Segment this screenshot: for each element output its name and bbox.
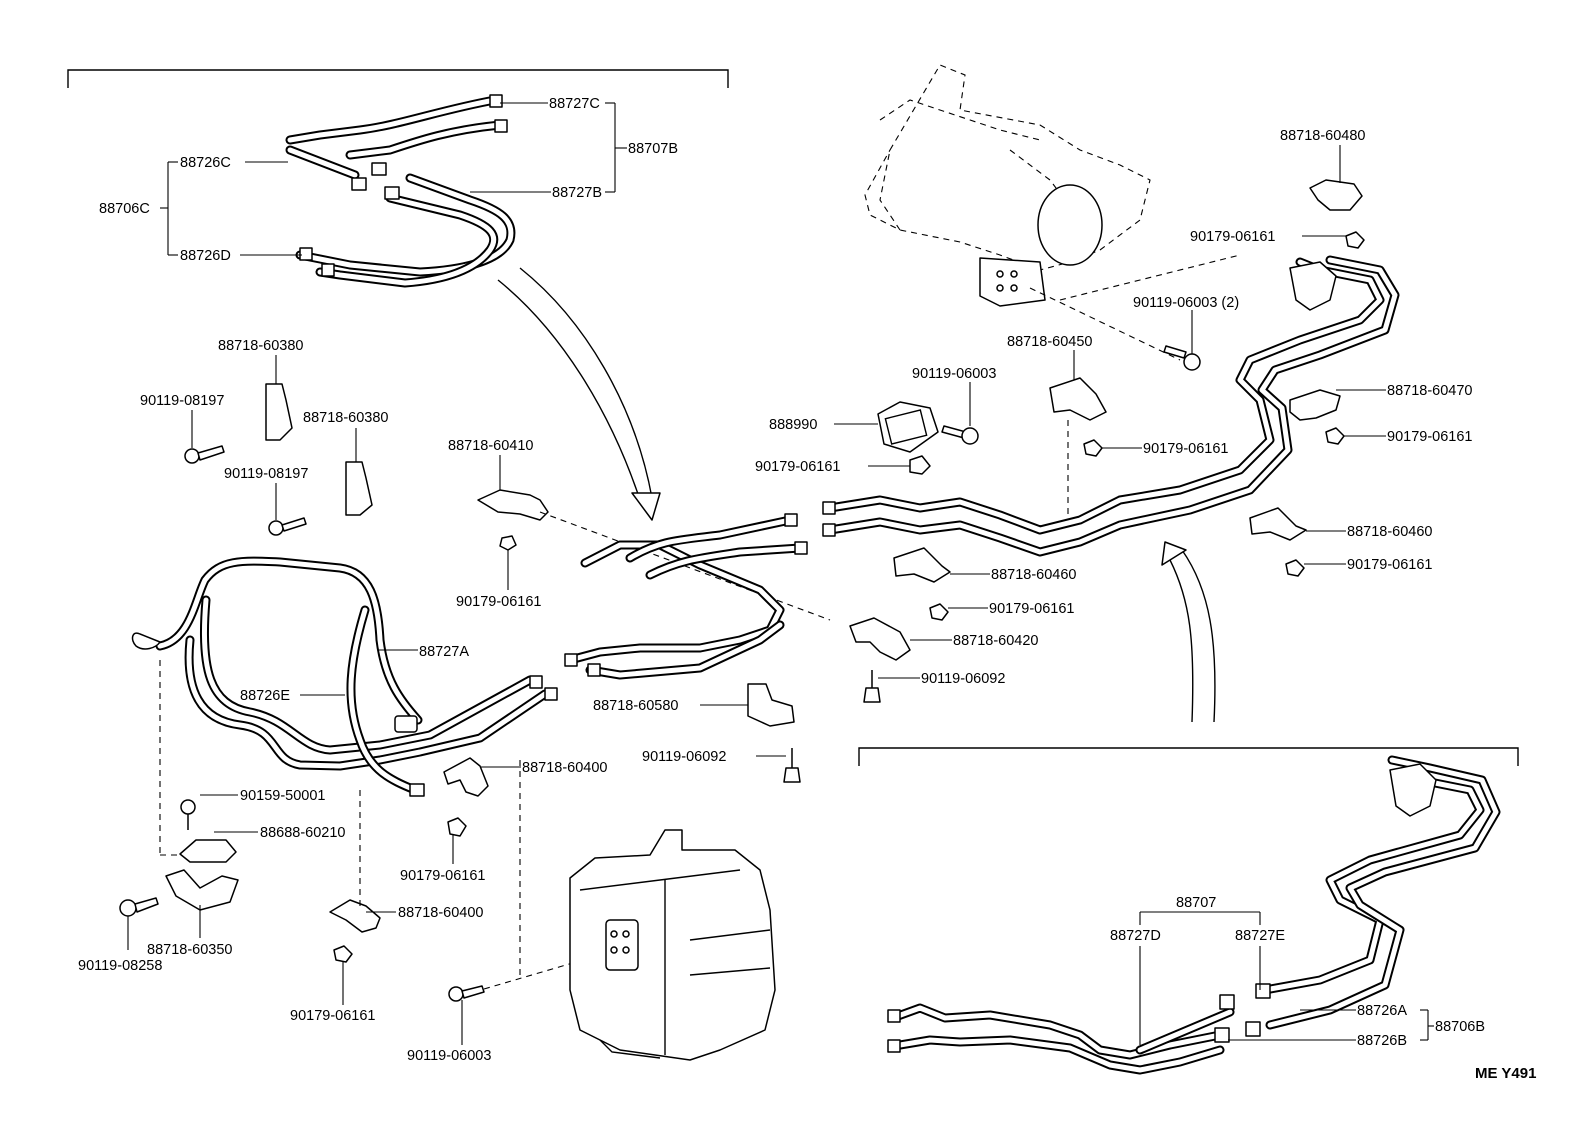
label-90179-06161-f: 90179-06161 bbox=[1143, 441, 1228, 457]
label-88718-60460-a: 88718-60460 bbox=[1347, 524, 1432, 540]
label-88718-60580: 88718-60580 bbox=[593, 698, 678, 714]
clip-88718-60380-a bbox=[265, 355, 293, 441]
tube-assembly-center bbox=[564, 513, 808, 680]
label-88726C: 88726C bbox=[180, 155, 231, 171]
bolt-90159-50001 bbox=[180, 799, 196, 830]
label-90179-06161-top: 90179-06161 bbox=[1190, 229, 1275, 245]
label-90179-06161-h: 90179-06161 bbox=[1387, 429, 1472, 445]
fitting bbox=[371, 162, 387, 176]
label-88726D: 88726D bbox=[180, 248, 231, 264]
nut-90179-06161-i bbox=[1285, 559, 1346, 577]
bolt-90119-06003-b bbox=[941, 382, 979, 445]
label-88726A: 88726A bbox=[1357, 1003, 1407, 1019]
bolt-90119-08197-a bbox=[184, 410, 225, 464]
label-88706B: 88706B bbox=[1435, 1019, 1485, 1035]
label-888990: 888990 bbox=[769, 417, 817, 433]
label-90119-08197-a: 90119-08197 bbox=[140, 393, 224, 409]
label-88727D: 88727D bbox=[1110, 928, 1161, 944]
bracket-88718-60350 bbox=[165, 869, 239, 938]
clip-88718-60420 bbox=[849, 617, 952, 661]
top-left-bracket bbox=[67, 69, 729, 88]
label-90119-08197-b: 90119-08197 bbox=[224, 466, 308, 482]
label-90179-06161-e: 90179-06161 bbox=[290, 1008, 375, 1024]
label-88688-60210: 88688-60210 bbox=[260, 825, 345, 841]
clamp-88688-60210 bbox=[179, 839, 237, 863]
label-88727A: 88727A bbox=[419, 644, 469, 660]
label-90179-06161-c: 90179-06161 bbox=[456, 594, 541, 610]
label-88718-60350: 88718-60350 bbox=[147, 942, 232, 958]
dashed-guides-left bbox=[159, 660, 521, 975]
label-90179-06161-d: 90179-06161 bbox=[400, 868, 485, 884]
clip-88718-60450 bbox=[1049, 350, 1107, 520]
bolt-90119-08197-b bbox=[268, 483, 307, 536]
bottom-right-bracket bbox=[858, 747, 1519, 766]
nut-90179-06161-f bbox=[1083, 439, 1142, 457]
label-88718-60460-b: 88718-60460 bbox=[991, 567, 1076, 583]
label-90179-06161-i: 90179-06161 bbox=[1347, 557, 1432, 573]
label-88706C: 88706C bbox=[99, 201, 150, 217]
nut-90179-06161-j bbox=[929, 603, 988, 621]
label-88707B: 88707B bbox=[628, 141, 678, 157]
tube-assembly-top-left bbox=[285, 94, 516, 288]
label-88707: 88707 bbox=[1176, 895, 1216, 911]
label-90119-06003-2: 90119-06003 (2) bbox=[1133, 295, 1239, 311]
leaders-middle bbox=[200, 649, 521, 864]
part-888990 bbox=[834, 401, 939, 453]
heater-unit bbox=[569, 829, 776, 1061]
diagram-code: ME Y491 bbox=[1475, 1065, 1536, 1082]
label-90119-06092-a: 90119-06092 bbox=[921, 671, 1005, 687]
label-90179-06161-j: 90179-06161 bbox=[989, 601, 1074, 617]
nut-90179-06161-d bbox=[447, 817, 467, 837]
tube-assembly-bottom-right bbox=[887, 755, 1501, 1075]
nut-90179-06161-c bbox=[499, 535, 517, 590]
label-88727C: 88727C bbox=[549, 96, 600, 112]
label-88718-60380-a: 88718-60380 bbox=[218, 338, 303, 354]
bolt-90119-06092-b bbox=[756, 748, 801, 783]
bolt-90119-08258 bbox=[119, 897, 159, 950]
label-90179-06161-g: 90179-06161 bbox=[755, 459, 840, 475]
label-90119-06092-b: 90119-06092 bbox=[642, 749, 726, 765]
label-88718-60400-a: 88718-60400 bbox=[522, 760, 607, 776]
label-88718-60420: 88718-60420 bbox=[953, 633, 1038, 649]
blower-unit bbox=[864, 64, 1241, 361]
label-88726B: 88726B bbox=[1357, 1033, 1407, 1049]
clip-88718-60400-a bbox=[443, 757, 489, 797]
leaders-bottom-right bbox=[1139, 911, 1434, 1045]
nut-90179-06161-h bbox=[1325, 427, 1386, 445]
label-88718-60470: 88718-60470 bbox=[1387, 383, 1472, 399]
label-88727B: 88727B bbox=[552, 185, 602, 201]
label-88718-60480: 88718-60480 bbox=[1280, 128, 1365, 144]
nut-90179-06161-e bbox=[333, 945, 353, 1005]
clip-88718-60580 bbox=[700, 683, 795, 727]
label-90119-06003-c: 90119-06003 bbox=[407, 1048, 491, 1064]
arrow-down bbox=[497, 267, 661, 521]
label-88718-60400-b: 88718-60400 bbox=[398, 905, 483, 921]
clip-88718-60380-b bbox=[345, 428, 373, 516]
tube-assembly-middle bbox=[131, 556, 558, 797]
clip-88718-60460-a bbox=[1249, 507, 1346, 541]
nut-90179-06161-g bbox=[868, 455, 931, 475]
clip-88718-60400-b bbox=[329, 899, 396, 933]
part-labels: 88727C 88707B 88726C 88706C 88727B 88726… bbox=[78, 96, 1536, 1082]
label-90119-06003-b: 90119-06003 bbox=[912, 366, 996, 382]
label-88726E: 88726E bbox=[240, 688, 290, 704]
tube-assembly-right bbox=[822, 255, 1400, 557]
clip-88718-60460-b bbox=[893, 547, 990, 583]
clip-88718-60470 bbox=[1289, 389, 1386, 421]
leaders-top-left bbox=[160, 102, 627, 256]
arrow-up bbox=[1161, 541, 1216, 723]
clip-88718-60480 bbox=[1309, 145, 1363, 211]
label-88718-60410: 88718-60410 bbox=[448, 438, 533, 454]
bolt-90119-06092-a bbox=[863, 670, 920, 703]
label-88727E: 88727E bbox=[1235, 928, 1285, 944]
label-90119-08258: 90119-08258 bbox=[78, 958, 162, 974]
label-90159-50001: 90159-50001 bbox=[240, 788, 325, 804]
label-88718-60450: 88718-60450 bbox=[1007, 334, 1092, 350]
nut-90179-06161-top bbox=[1302, 231, 1365, 249]
label-88718-60380-b: 88718-60380 bbox=[303, 410, 388, 426]
bolt-90119-06003-2 bbox=[1163, 310, 1201, 371]
